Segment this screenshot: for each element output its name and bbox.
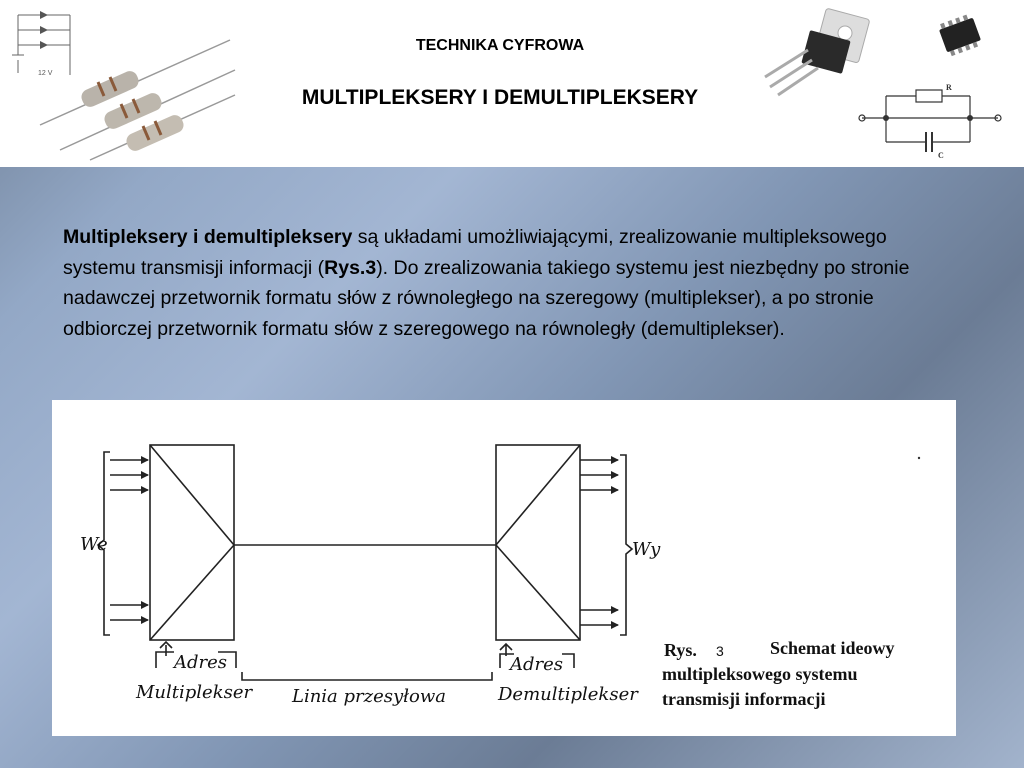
ic-chip-image: [939, 14, 981, 57]
capacitor-label: C: [938, 151, 944, 160]
diode-schematic-image: 12 V: [12, 11, 71, 77]
resistor-label: R: [946, 83, 952, 92]
line-label: Linia przesyłowa: [291, 686, 446, 707]
mux-address-label: Adres: [172, 652, 227, 673]
input-brace: [96, 451, 110, 636]
output-brace: [620, 454, 634, 636]
demux-address-label: Adres: [508, 654, 563, 675]
diode-voltage-label: 12 V: [38, 70, 53, 77]
multiplexer-block: [149, 444, 235, 641]
subject-title: TECHNIKA CYFROWA: [415, 37, 585, 54]
header: 12 V: [0, 0, 1024, 167]
caption-line-2: multipleksowego systemu: [662, 664, 858, 684]
caption-prefix: Rys.: [664, 640, 697, 660]
body-text-part-2: ). Do zrealizowania takiego systemu jest…: [63, 256, 910, 340]
demultiplexer-block: [495, 444, 581, 641]
body-text-part-1: są układami umożliwiającymi, zrealizowan…: [63, 226, 887, 279]
caption-number: 3: [716, 643, 724, 659]
multiplex-diagram: We Wy Adres Adres Multiplekser Linia prz…: [80, 444, 921, 709]
demux-label: Demultiplekser: [497, 684, 639, 705]
rc-circuit-image: R C: [858, 83, 1002, 160]
mux-label: Multiplekser: [135, 682, 253, 703]
figure-reference: Rys.3: [324, 256, 377, 279]
caption-line-3: transmisji informacji: [662, 689, 825, 709]
outputs-label: Wy: [632, 539, 661, 560]
lead-term: Multipleksery i demultipleksery: [63, 226, 353, 248]
slide-title: MULTIPLEKSERY I DEMULTIPLEKSERY: [301, 86, 699, 109]
figure-panel: We Wy Adres Adres Multiplekser Linia prz…: [52, 400, 956, 736]
line-bracket: [241, 672, 493, 681]
body-paragraph: Multipleksery i demultipleksery są układ…: [63, 222, 963, 344]
resistors-image: [39, 39, 236, 161]
inputs-label: We: [80, 534, 108, 555]
caption-line-1: Schemat ideowy: [770, 638, 895, 658]
transistor-image: [764, 8, 870, 97]
